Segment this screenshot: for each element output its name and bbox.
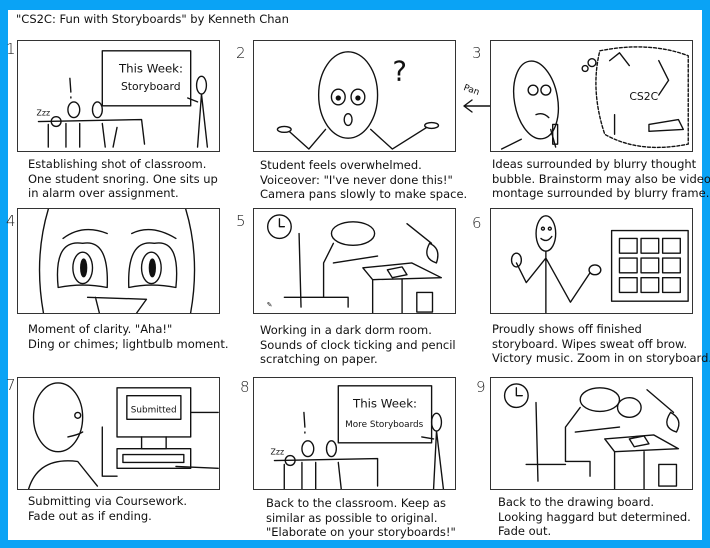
proud-student-sketch: [510, 215, 689, 313]
panel-number: 5: [236, 212, 246, 230]
panel-caption: Back to the drawing board. Looking hagga…: [498, 495, 691, 538]
question-mark: ?: [392, 55, 407, 87]
panel-number: 7: [6, 376, 16, 394]
storyboard-panel-2: ?: [253, 40, 456, 152]
panel-number: 8: [240, 378, 250, 396]
panel-caption: Establishing shot of classroom. One stud…: [28, 157, 218, 200]
board-text: This Week:: [352, 396, 417, 410]
panel-number: 4: [6, 212, 16, 230]
panel-number: 2: [236, 44, 246, 62]
classroom-return-sketch: This Week: More Storyboards Zzz: [271, 385, 445, 489]
drawing-board-sketch: [503, 383, 680, 489]
submitting-sketch: Submitted: [27, 382, 219, 489]
panel-caption: Moment of clarity. "Aha!" Ding or chimes…: [28, 322, 229, 351]
board-text: More Storyboards: [345, 420, 424, 430]
storyboard-sheet: "CS2C: Fun with Storyboards" by Kenneth …: [6, 10, 710, 540]
panel-caption: Ideas surrounded by blurry thought bubbl…: [492, 157, 710, 200]
storyboard-panel-6: [490, 208, 693, 314]
panel-number: 9: [476, 378, 486, 396]
storyboard-panel-8: This Week: More Storyboards Zzz: [253, 377, 456, 490]
panel-number: 6: [472, 214, 482, 232]
panel-caption: Student feels overwhelmed. Voiceover: "I…: [260, 158, 468, 201]
panel-number: 3: [472, 44, 482, 62]
aha-face-sketch: [38, 209, 196, 313]
overwhelmed-student-sketch: ?: [276, 51, 440, 150]
storyboard-panel-7: Submitted: [17, 377, 220, 490]
storyboard-panel-9: [490, 377, 693, 490]
pan-arrow-icon: Pan: [462, 83, 491, 113]
panel-caption: Submitting via Coursework. Fade out as i…: [28, 494, 188, 523]
panel-caption: Proudly shows off finished storyboard. W…: [492, 322, 710, 365]
snore-text: Zzz: [271, 448, 285, 457]
storyboard-panel-3: CS2C: [490, 40, 693, 152]
dorm-room-sketch: ✎: [266, 214, 443, 313]
storyboard-panel-4: [17, 208, 220, 314]
panel-caption: Working in a dark dorm room. Sounds of c…: [260, 323, 456, 366]
clock-icon: [266, 214, 292, 240]
pan-label: Pan: [462, 83, 481, 98]
page-title: "CS2C: Fun with Storyboards" by Kenneth …: [16, 12, 289, 26]
brainstorm-sketch: CS2C: [500, 46, 689, 150]
storyboard-panel-1: This Week: Storyboard Zzz: [17, 40, 220, 152]
panel-number: 1: [6, 40, 16, 58]
classroom-sketch: This Week: Storyboard Zzz: [36, 50, 209, 148]
board-text: Storyboard: [121, 80, 181, 93]
scribble: ✎: [267, 301, 273, 309]
storyboard-panel-5: ✎: [253, 208, 456, 314]
clock-icon: [503, 383, 529, 409]
snore-text: Zzz: [36, 109, 50, 118]
submitted-screen-text: Submitted: [131, 405, 177, 415]
bubble-text: CS2C: [629, 90, 658, 103]
panel-caption: Back to the classroom. Keep as similar a…: [266, 496, 456, 539]
board-text: This Week:: [118, 61, 183, 75]
